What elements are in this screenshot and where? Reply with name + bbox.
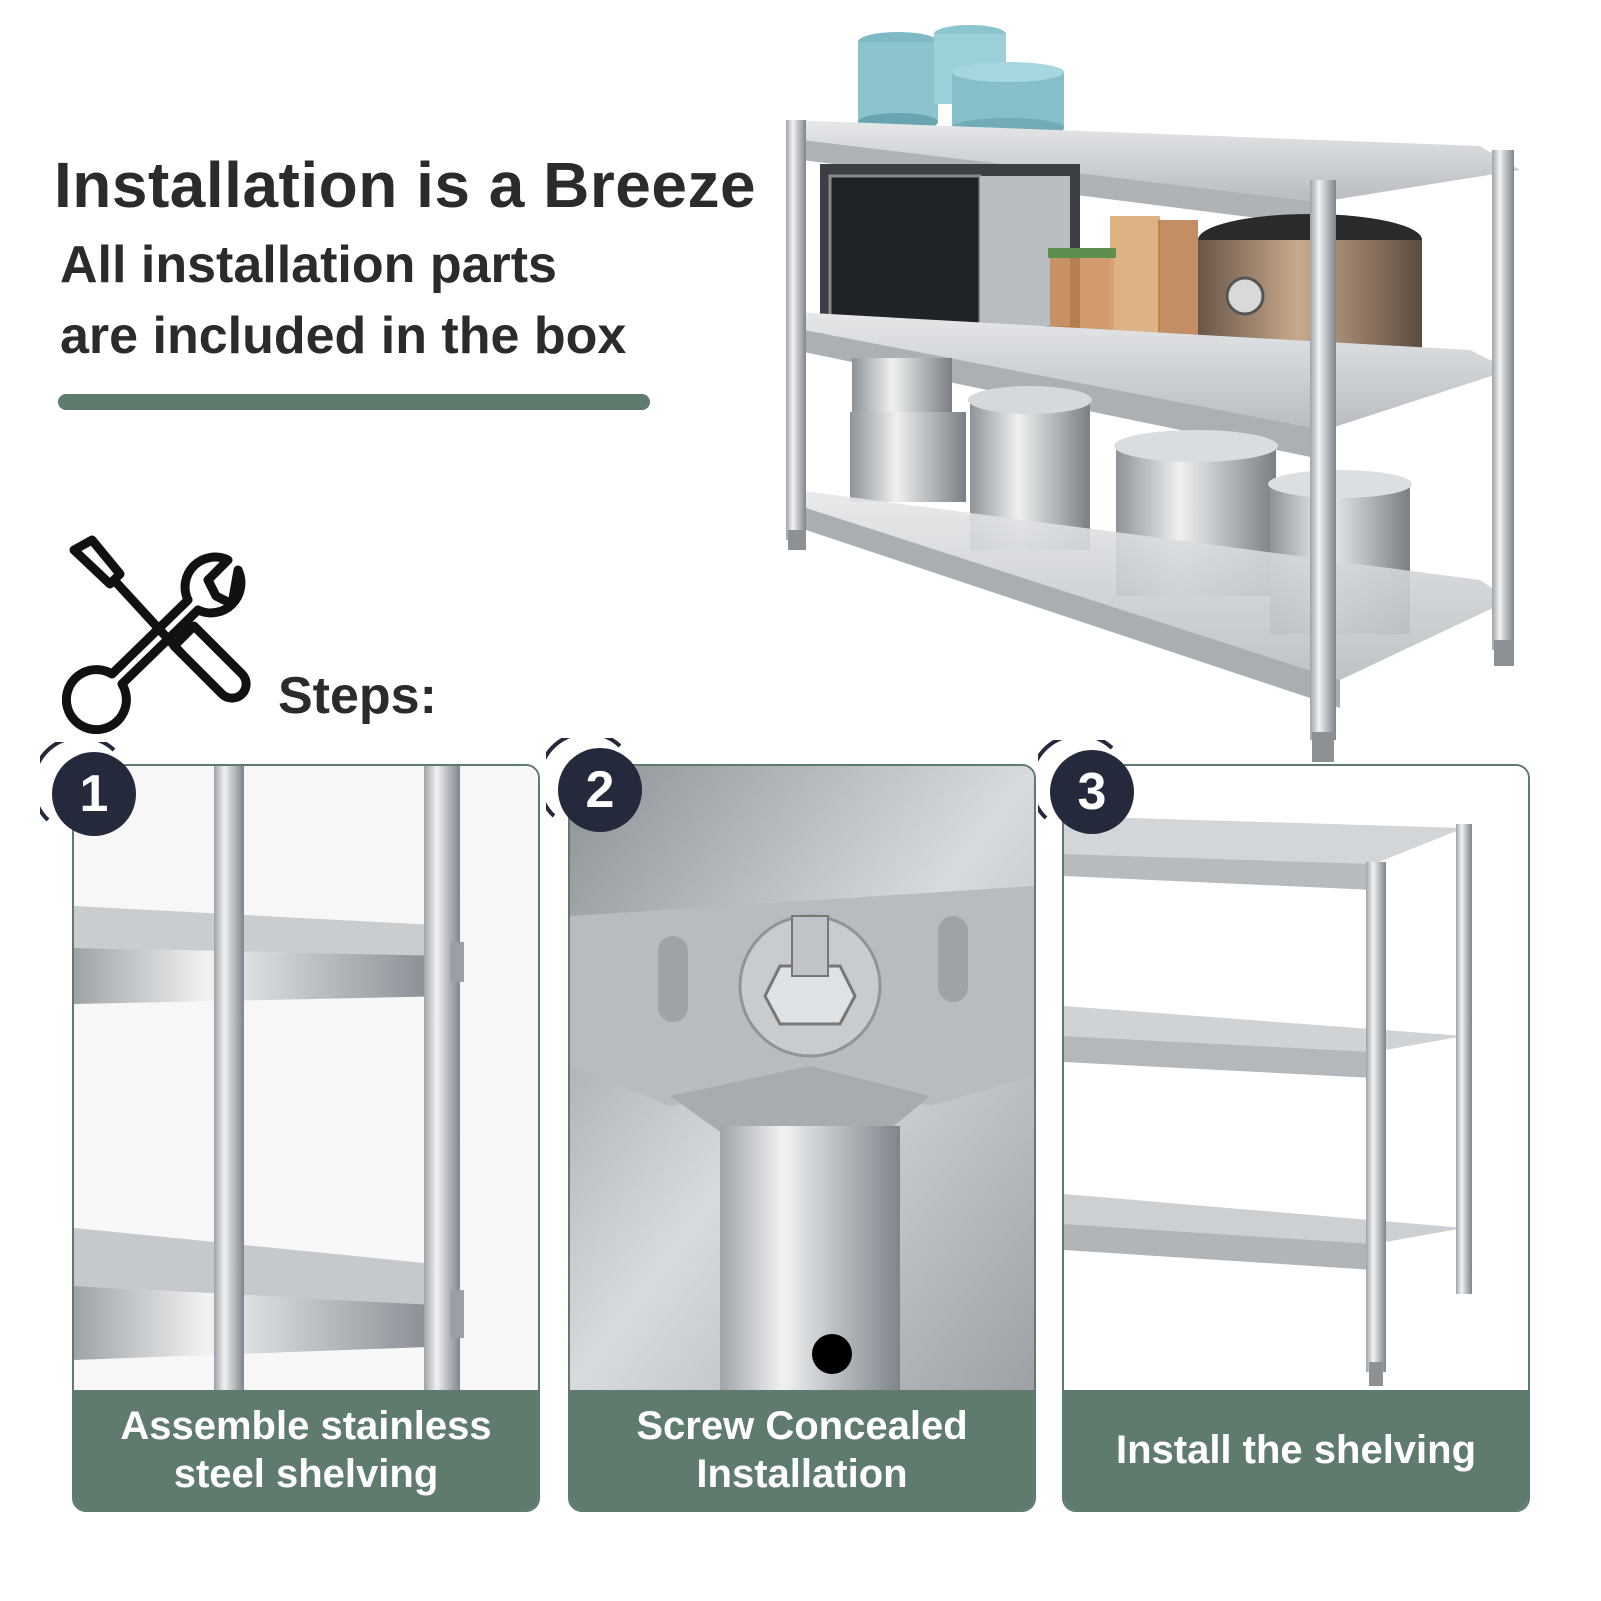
steps-label: Steps:	[278, 667, 437, 725]
leg-front-right	[1310, 180, 1336, 740]
step-2-badge: 2	[558, 748, 642, 832]
microwave	[820, 164, 1080, 334]
wrench-screwdriver-icon	[62, 535, 251, 734]
step-2-image	[570, 766, 1034, 1390]
accent-bar	[58, 394, 650, 410]
step-1-caption-line-1: Assemble stainless	[120, 1404, 492, 1448]
headline: Installation is a Breeze	[54, 149, 757, 221]
step-3-caption-line-1: Install the shelving	[1115, 1428, 1477, 1472]
step-2-caption-line-1: Screw Concealed	[636, 1404, 968, 1448]
leg-back-right	[1492, 150, 1514, 650]
bowls	[858, 25, 1064, 138]
step-1-badge: 1	[52, 752, 136, 836]
subheadline-line-1: All installation parts	[60, 236, 557, 294]
step-1-image	[74, 766, 538, 1390]
step-2-caption: Screw Concealed Installation	[570, 1390, 1034, 1510]
hero-shelf-image	[786, 25, 1520, 762]
step-card-2: Screw Concealed Installation	[568, 764, 1036, 1512]
step-card-1: Assemble stainless steel shelving	[72, 764, 540, 1512]
leg-back-left	[786, 120, 806, 540]
step-2-caption-line-2: Installation	[696, 1452, 908, 1496]
step-3-caption: Install the shelving	[1064, 1390, 1528, 1510]
subheadline-line-2: are included in the box	[60, 307, 627, 365]
step-3-badge: 3	[1050, 750, 1134, 834]
step-3-image	[1064, 766, 1528, 1390]
step-1-caption-line-2: steel shelving	[173, 1452, 439, 1496]
step-1-caption: Assemble stainless steel shelving	[74, 1390, 538, 1510]
step-card-3: Install the shelving	[1062, 764, 1530, 1512]
